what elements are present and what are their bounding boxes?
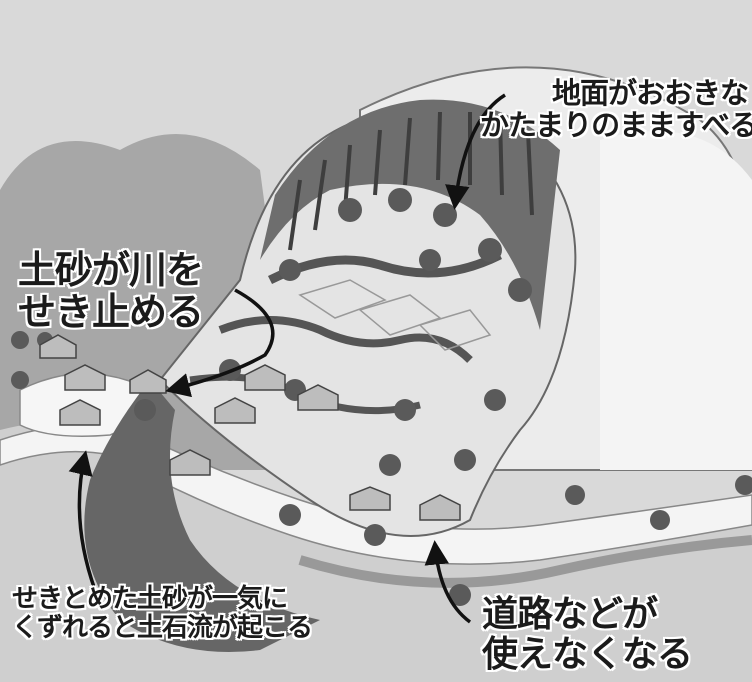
house <box>349 486 391 511</box>
arrow-road <box>424 540 472 624</box>
house <box>64 364 106 391</box>
house <box>59 399 101 426</box>
tree <box>508 278 532 302</box>
tree <box>379 454 401 476</box>
tree <box>388 188 412 212</box>
tree <box>478 238 502 262</box>
trees <box>11 188 752 606</box>
tree <box>419 249 441 271</box>
tree <box>735 475 752 495</box>
tree <box>394 399 416 421</box>
tree <box>565 485 585 505</box>
house <box>214 397 256 424</box>
arrow-ground-slides <box>445 93 506 210</box>
scarp-stripes <box>288 111 534 251</box>
tree <box>134 399 156 421</box>
label-dam-river: 土砂が川を せき止める <box>18 248 204 334</box>
house <box>169 449 211 476</box>
houses <box>39 334 461 521</box>
label-debris-flow: せきとめた土砂が一気に くずれると土石流が起こる <box>12 584 313 643</box>
label-road-unusable: 道路などが 使えなくなる <box>482 594 693 675</box>
arrow-debris-flow <box>68 450 97 591</box>
tree <box>364 524 386 546</box>
label-road-unusable-line2: 使えなくなる <box>482 633 693 675</box>
tree <box>279 259 301 281</box>
label-road-unusable-line1: 道路などが <box>482 594 658 635</box>
tree <box>454 449 476 471</box>
label-ground-slides: 地面がおおきな かたまりのまますべる <box>480 76 752 142</box>
fields <box>298 279 492 351</box>
label-debris-flow-line1: せきとめた土砂が一気に <box>12 584 288 614</box>
house <box>419 494 461 521</box>
tree <box>279 504 301 526</box>
tree <box>338 198 362 222</box>
tree <box>650 510 670 530</box>
road <box>298 535 752 588</box>
tree <box>433 203 457 227</box>
house <box>39 334 77 359</box>
arrow-dam-river <box>165 288 275 398</box>
crack-upper <box>267 250 503 285</box>
right-hill <box>600 131 752 470</box>
tree <box>11 371 29 389</box>
tree <box>484 389 506 411</box>
left-cliff <box>84 380 321 652</box>
tree <box>449 584 471 606</box>
house <box>297 384 339 411</box>
scarp-cliff <box>260 99 560 330</box>
label-ground-slides-line1: 地面がおおきな <box>551 76 749 110</box>
house <box>244 364 286 391</box>
label-ground-slides-line2: かたまりのまますべる <box>480 107 752 142</box>
tree <box>11 331 29 349</box>
label-dam-river-line1: 土砂が川を <box>18 248 204 292</box>
label-debris-flow-line2: くずれると土石流が起こる <box>12 612 313 643</box>
arrows <box>68 93 506 624</box>
label-dam-river-line2: せき止める <box>18 289 204 334</box>
